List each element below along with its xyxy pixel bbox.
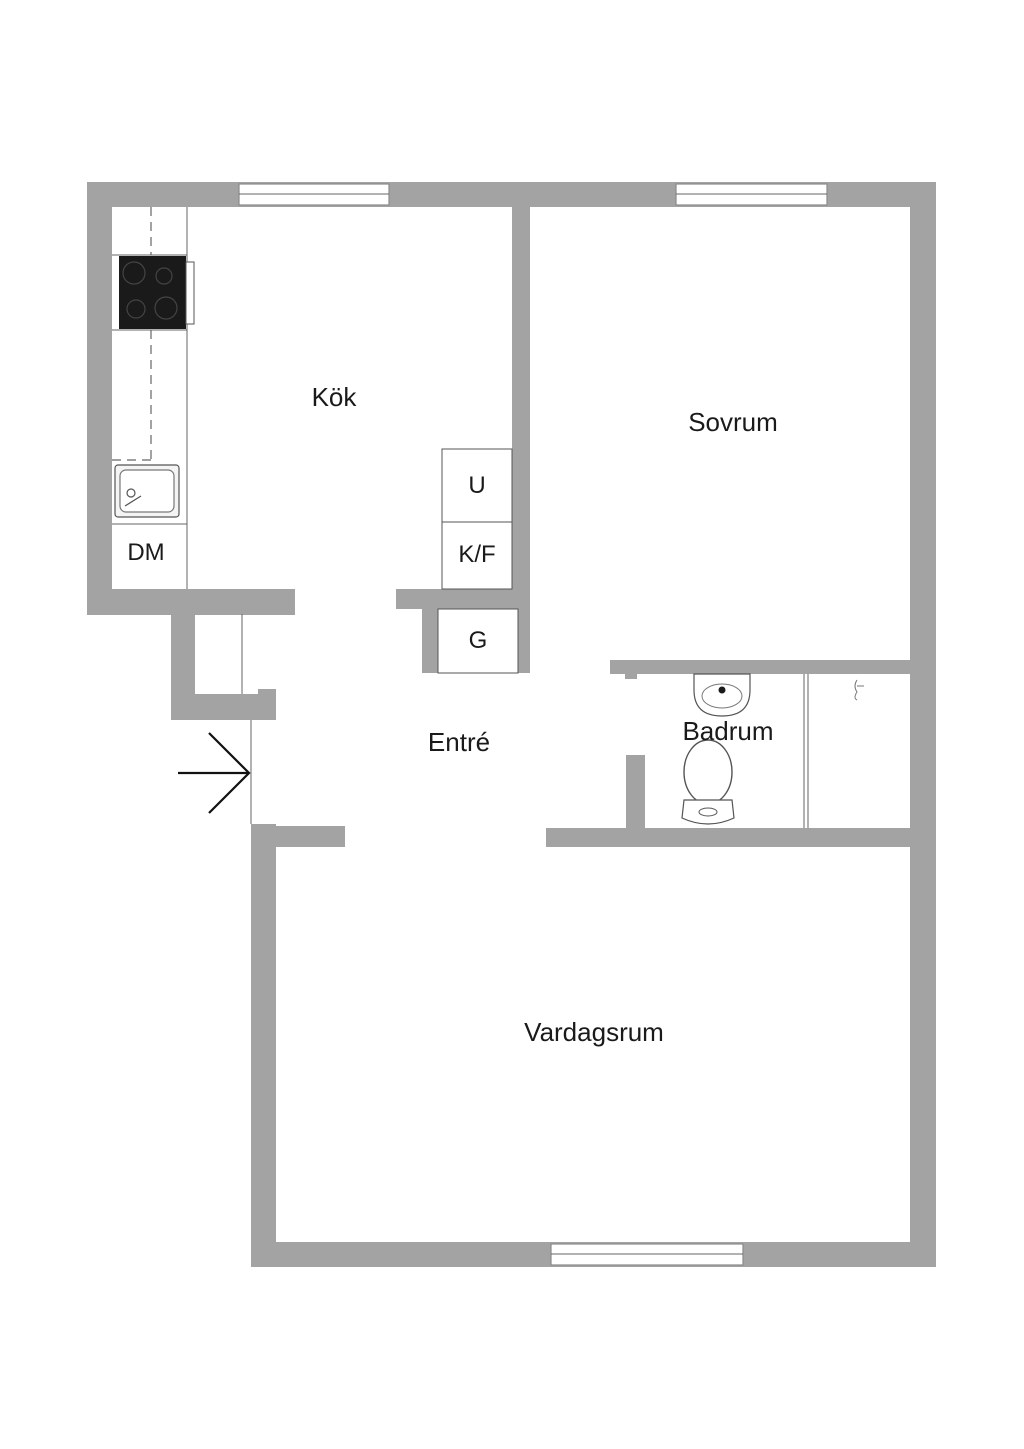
burner	[126, 299, 146, 319]
wall-kitchen-bedroom	[512, 182, 530, 673]
burner	[122, 261, 146, 285]
toilet-bowl	[683, 739, 733, 805]
windows	[238, 183, 828, 1266]
toilet-flush	[698, 807, 718, 817]
fridge-freezer-label: K/F	[458, 541, 495, 568]
entrance-door	[250, 720, 345, 847]
kitchen-label: Kök	[312, 382, 358, 412]
wall-left-living	[251, 824, 276, 1267]
bedroom-label: Sovrum	[688, 407, 778, 437]
toilet-tank	[681, 799, 735, 825]
burner	[155, 267, 173, 285]
entrance-label: Entré	[428, 727, 490, 757]
closet-walls	[171, 589, 276, 720]
wall-living-top-left	[251, 826, 345, 847]
washbasin-bowl	[693, 673, 751, 717]
arrow-head	[208, 732, 251, 814]
washbasin-icon	[693, 673, 751, 717]
burner	[154, 296, 178, 320]
washbasin-tap	[718, 686, 726, 694]
shower-mixer	[854, 679, 858, 701]
dishwasher-label: DM	[127, 539, 164, 566]
bathroom-fixtures	[681, 673, 864, 828]
exterior-walls	[87, 182, 936, 1267]
appliance-cabinets: U K/F G	[437, 448, 519, 674]
entrance-arrow-icon	[178, 732, 251, 814]
closet-jamb-bottom	[258, 689, 276, 697]
stove-top	[119, 256, 186, 329]
shower-icon	[803, 674, 864, 828]
wardrobe-label: G	[469, 627, 488, 654]
wall-wardrobe-left	[422, 589, 438, 673]
room-labels: Kök Sovrum Entré Badrum Vardagsrum	[312, 382, 778, 1047]
closet-wall-bottom	[171, 694, 276, 720]
sink-drain	[126, 488, 136, 498]
washbasin-inner	[701, 683, 743, 709]
kitchen-counter: DM	[112, 207, 195, 589]
oven-label: U	[468, 472, 485, 499]
wall-kitchen-bottom-right	[396, 589, 530, 609]
wall-left-kitchen	[87, 182, 112, 615]
living-room-label: Vardagsrum	[524, 1017, 664, 1047]
sink-icon	[114, 464, 180, 518]
stove-knobs	[185, 261, 195, 325]
fridge-freezer-cabinet	[441, 521, 513, 590]
stove-icon	[119, 256, 195, 329]
interior-walls	[396, 182, 910, 847]
wall-bath-left-stub	[626, 755, 645, 847]
wardrobe-cabinet	[437, 608, 519, 674]
wall-bath-nib	[625, 660, 637, 679]
wall-right	[910, 182, 936, 1267]
oven-cabinet	[441, 448, 513, 523]
wall-bedroom-bath	[610, 660, 910, 674]
bathroom-label: Badrum	[682, 716, 773, 746]
sink-tap	[124, 495, 142, 507]
toilet-icon	[681, 739, 735, 825]
closet-jamb-top	[258, 606, 276, 614]
sink-basin	[119, 469, 175, 513]
wall-bath-living	[546, 828, 910, 847]
